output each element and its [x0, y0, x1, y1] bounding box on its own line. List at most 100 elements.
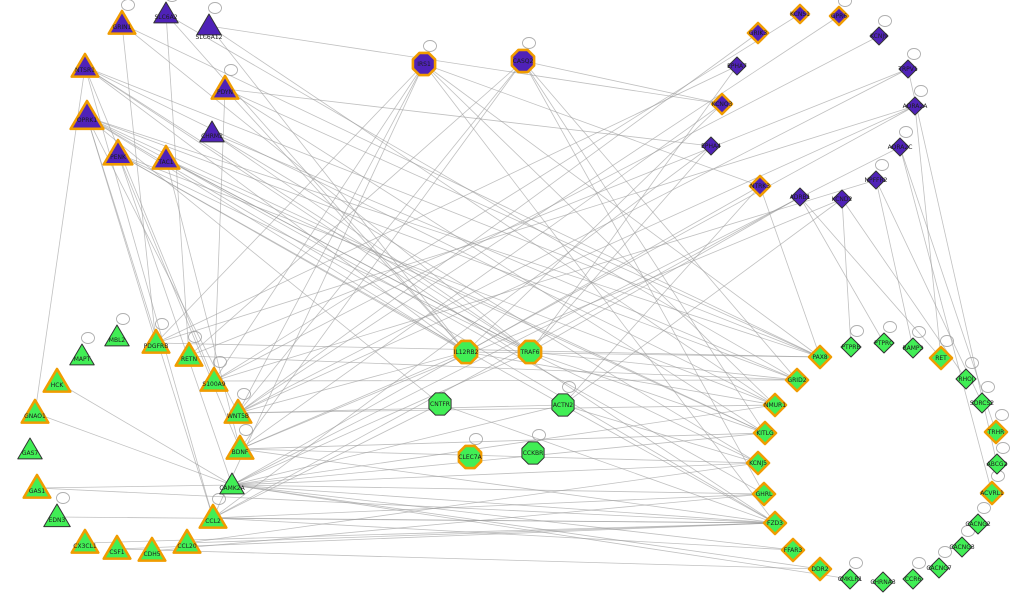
triangle-node-shape[interactable] [102, 534, 132, 560]
node-cacng2[interactable]: CACNG2 [965, 513, 991, 535]
node-gnao1[interactable]: GNAO1 [20, 398, 50, 424]
edge[interactable] [562, 404, 759, 464]
node-ramp3[interactable]: RAMP3 [902, 337, 924, 359]
self-loop-edge[interactable] [912, 326, 926, 338]
node-cckbr[interactable]: CCKBR [521, 441, 545, 465]
edge[interactable] [899, 146, 993, 494]
edge[interactable] [237, 32, 759, 414]
diamond-node-shape[interactable] [983, 419, 1009, 445]
edge[interactable] [237, 60, 524, 414]
edge[interactable] [151, 493, 765, 552]
node-casq2[interactable]: CASQ2 [510, 48, 536, 74]
node-kcnj9[interactable]: KCNJ9 [869, 26, 889, 46]
diamond-node-shape[interactable] [751, 481, 777, 507]
edge[interactable] [237, 68, 909, 414]
self-loop-edge[interactable] [188, 331, 202, 343]
node-irs1[interactable]: IRS1 [411, 51, 437, 77]
node-epha4[interactable]: EPHA4 [701, 136, 721, 156]
triangle-node-shape[interactable] [104, 324, 130, 347]
edge[interactable] [239, 432, 766, 450]
node-ccr6[interactable]: CCR6 [902, 568, 924, 590]
edge[interactable] [212, 517, 794, 551]
edge[interactable] [188, 68, 909, 357]
octagon-node-shape[interactable] [510, 48, 536, 74]
edge[interactable] [86, 116, 467, 353]
edge[interactable] [875, 179, 914, 349]
self-loop-edge[interactable] [423, 40, 437, 52]
node-penk[interactable]: PENK [102, 138, 134, 166]
self-loop-edge[interactable] [981, 381, 995, 393]
edge[interactable] [522, 60, 723, 105]
edge[interactable] [117, 153, 241, 450]
edge[interactable] [224, 88, 766, 434]
node-il12rb2[interactable]: IL12RB2 [454, 339, 479, 365]
edge[interactable] [522, 60, 766, 434]
node-ghrl[interactable]: GHRL [751, 481, 777, 507]
edge[interactable] [231, 484, 821, 570]
node-edn3[interactable]: EDN3 [43, 503, 71, 528]
edge[interactable] [36, 487, 776, 524]
self-loop-edge[interactable] [116, 313, 130, 325]
edge[interactable] [439, 403, 776, 524]
edge[interactable] [239, 351, 467, 450]
edge[interactable] [211, 132, 798, 381]
edge[interactable] [237, 63, 425, 414]
self-loop-edge[interactable] [562, 381, 576, 393]
node-traf6[interactable]: TRAF6 [517, 339, 543, 365]
edge[interactable] [423, 63, 821, 358]
edge[interactable] [799, 196, 942, 359]
octagon-node-shape[interactable] [457, 444, 483, 470]
edge[interactable] [211, 132, 759, 464]
diamond-node-shape[interactable] [828, 5, 850, 27]
octagon-node-shape[interactable] [411, 51, 437, 77]
self-loop-edge[interactable] [121, 0, 135, 11]
diamond-node-shape[interactable] [840, 336, 862, 358]
edge[interactable] [529, 351, 798, 381]
diamond-node-shape[interactable] [905, 96, 925, 116]
edge[interactable] [562, 185, 761, 406]
edge[interactable] [239, 198, 843, 450]
edge[interactable] [84, 66, 776, 524]
self-loop-edge[interactable] [522, 37, 536, 49]
triangle-node-shape[interactable] [43, 503, 71, 528]
edge[interactable] [423, 63, 776, 524]
node-epha7[interactable]: EPHA7 [727, 56, 747, 76]
diamond-node-shape[interactable] [898, 59, 918, 79]
diamond-node-shape[interactable] [902, 337, 924, 359]
edge[interactable] [84, 522, 776, 544]
edge[interactable] [34, 412, 233, 486]
diamond-node-shape[interactable] [762, 510, 788, 536]
self-loop-edge[interactable] [996, 442, 1010, 454]
edge[interactable] [86, 116, 157, 344]
edge[interactable] [237, 351, 467, 414]
diamond-node-shape[interactable] [727, 56, 747, 76]
edge[interactable] [86, 116, 776, 524]
edge[interactable] [562, 198, 843, 406]
triangle-node-shape[interactable] [153, 1, 179, 24]
edge[interactable] [231, 185, 761, 486]
self-loop-edge[interactable] [883, 321, 897, 333]
node-ret[interactable]: RET [928, 345, 954, 371]
edge[interactable] [84, 66, 214, 519]
diamond-node-shape[interactable] [710, 92, 734, 116]
diamond-node-shape[interactable] [872, 571, 894, 593]
edge[interactable] [117, 153, 776, 406]
node-trpv1[interactable]: TRPV1 [897, 59, 918, 79]
edge[interactable] [188, 355, 798, 381]
edge[interactable] [211, 132, 531, 353]
triangle-node-shape[interactable] [223, 398, 253, 424]
edge[interactable] [84, 66, 531, 353]
triangle-node-shape[interactable] [198, 503, 228, 529]
edge[interactable] [213, 63, 425, 382]
edge[interactable] [914, 105, 942, 359]
edge[interactable] [56, 381, 233, 486]
edge[interactable] [465, 351, 776, 406]
self-loop-edge[interactable] [469, 433, 483, 445]
node-kcnj5[interactable]: KCNJ5 [745, 450, 771, 476]
edge[interactable] [165, 13, 190, 357]
self-loop-edge[interactable] [155, 318, 169, 330]
edge[interactable] [529, 65, 738, 353]
diamond-node-shape[interactable] [951, 536, 973, 558]
